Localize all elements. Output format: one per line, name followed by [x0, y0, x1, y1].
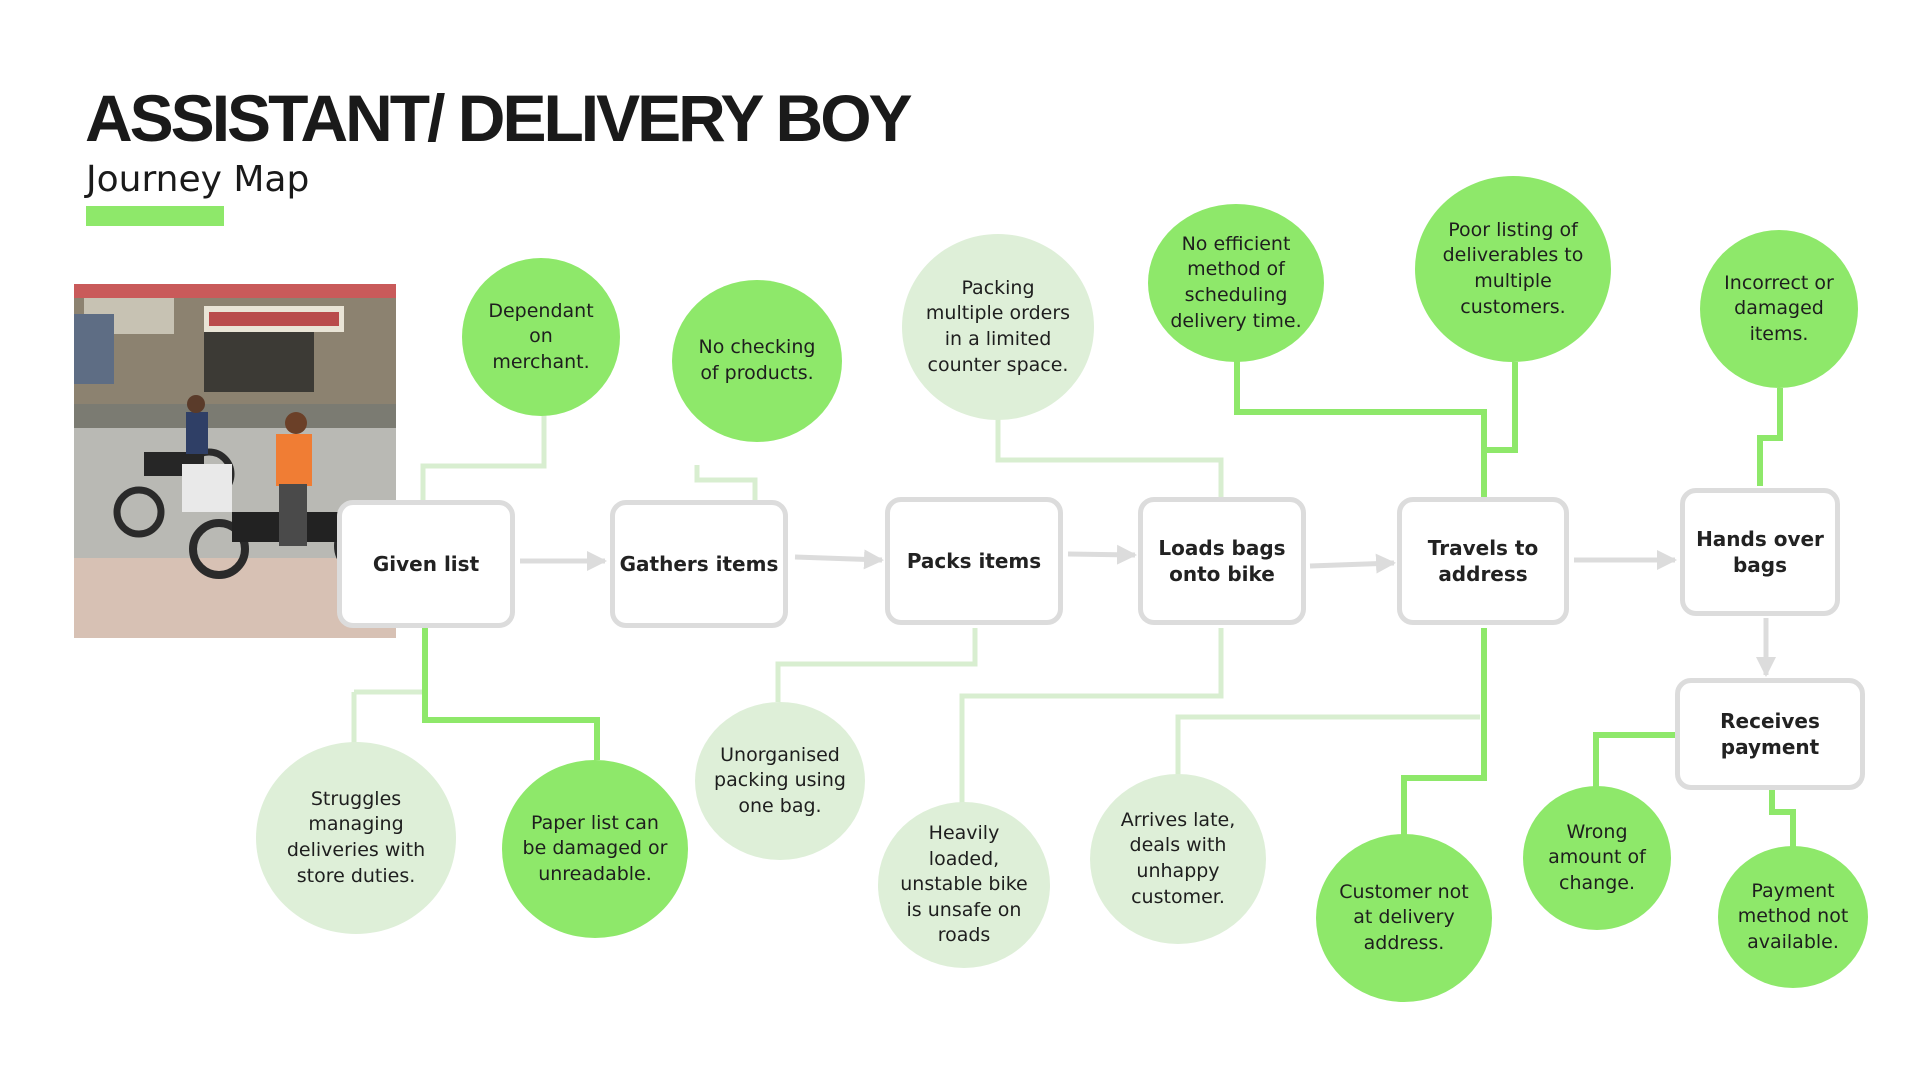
pain-heavily-loaded: Heavily loaded, unstable bike is unsafe …	[878, 802, 1050, 968]
pain-poor-listing: Poor listing of deliverables to multiple…	[1415, 176, 1611, 362]
step-loads-bags: Loads bags onto bike	[1138, 497, 1306, 625]
flow-arrow	[1309, 553, 1396, 574]
connector-minor	[959, 628, 1224, 805]
connector-minor	[694, 465, 758, 500]
title-accent-bar	[86, 206, 224, 226]
pain-no-checking: No checking of products.	[672, 280, 842, 442]
connector-minor	[1175, 714, 1480, 780]
connector-major	[1234, 360, 1487, 498]
pain-paper-list: Paper list can be damaged or unreadable.	[502, 760, 688, 938]
pain-struggles: Struggles managing deliveries with store…	[256, 742, 456, 934]
step-hands-over: Hands over bags	[1680, 488, 1840, 616]
pain-unorganised: Unorganised packing using one bag.	[695, 702, 865, 860]
connector-major	[1757, 388, 1783, 486]
step-gathers-items: Gathers items	[610, 500, 788, 628]
pain-arrives-late: Arrives late, deals with unhappy custome…	[1090, 774, 1266, 944]
step-travels: Travels to address	[1397, 497, 1569, 625]
step-receives-payment: Receives payment	[1675, 678, 1865, 790]
step-given-list: Given list	[337, 500, 515, 628]
connector-minor	[995, 418, 1224, 500]
pain-wrong-change: Wrong amount of change.	[1523, 786, 1671, 930]
connector-major	[422, 628, 600, 760]
page-subtitle: Journey Map	[86, 159, 310, 200]
pain-packing-space: Packing multiple orders in a limited cou…	[902, 234, 1094, 420]
connector-major	[1593, 732, 1675, 790]
pain-incorrect-items: Incorrect or damaged items.	[1700, 230, 1858, 388]
pain-dependant-merchant: Dependant on merchant.	[462, 258, 620, 416]
step-packs-items: Packs items	[885, 497, 1063, 625]
flow-arrow	[794, 549, 884, 570]
connector-minor	[775, 628, 978, 702]
flow-arrow	[1067, 544, 1137, 565]
connector-major	[1769, 790, 1796, 850]
connector-minor	[420, 415, 547, 500]
connector-major	[1401, 628, 1487, 840]
pain-no-scheduling: No efficient method of scheduling delive…	[1148, 204, 1324, 362]
pain-payment-method: Payment method not available.	[1718, 846, 1868, 988]
connector-major	[1484, 362, 1518, 453]
pain-customer-absent: Customer not at delivery address.	[1316, 834, 1492, 1002]
page-title: ASSISTANT/ DELIVERY BOY	[85, 81, 913, 155]
